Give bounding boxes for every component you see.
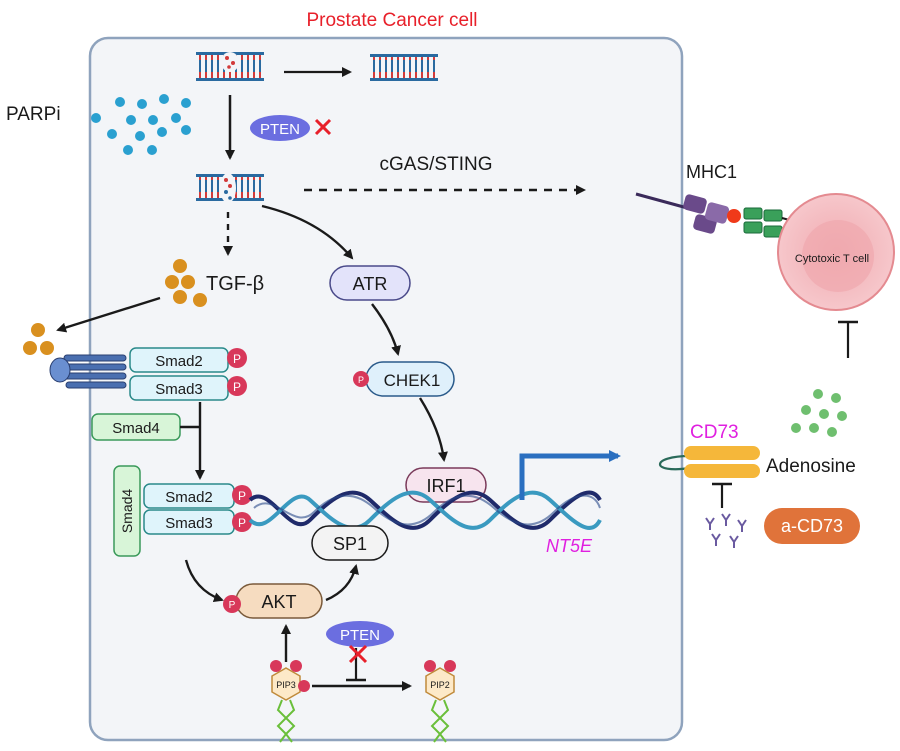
akt-phospho-icon — [223, 595, 241, 613]
smad2-top-phospho-icon — [227, 348, 247, 368]
pten-top-node — [250, 115, 310, 141]
atr-to-chek1-arrow — [371, 303, 401, 356]
cd73-enzyme-bottom — [684, 464, 760, 478]
pip2-label: PIP2 — [430, 680, 450, 690]
adenosine-molecules — [791, 389, 847, 437]
smad4-label: Smad4 — [112, 420, 160, 437]
tgfb-molecules — [165, 259, 207, 307]
pip2-lipid-icon — [424, 660, 456, 743]
anti-cd73-label: a-CD73 — [781, 516, 843, 536]
smad3-complex-phospho-icon — [232, 512, 252, 532]
smad4-complex-node — [113, 465, 141, 557]
parpi-label: PARPi — [6, 104, 61, 125]
dsb-dna-icon — [196, 173, 264, 203]
smad4-complex-label: Smad4 — [119, 489, 135, 534]
atr-label: ATR — [353, 274, 388, 294]
chek1-label: CHEK1 — [384, 371, 441, 390]
tgfb-bound-molecules — [23, 323, 54, 355]
dsb-to-atr-arrow — [261, 204, 354, 260]
pten-loss-cross-icon — [314, 118, 332, 136]
chek1-phospho-label: P — [358, 375, 364, 385]
pten-bottom-label: PTEN — [340, 627, 380, 644]
smad3-complex-phospho-label: P — [238, 516, 246, 530]
parpi-molecules — [91, 94, 191, 155]
atr-node — [329, 265, 411, 301]
sp1-label: SP1 — [333, 534, 367, 554]
tcell-nucleus — [802, 220, 874, 292]
pip3-lipid-icon — [270, 660, 310, 743]
cd73-label: CD73 — [690, 422, 739, 443]
pip3-label: PIP3 — [276, 680, 296, 690]
anti-cd73-node — [764, 508, 860, 544]
chek1-to-irf1-arrow — [418, 397, 448, 462]
tgfb-label: TGF-β — [206, 273, 264, 295]
nt5e-dna-helix — [248, 490, 602, 530]
smad2-complex-phospho-label: P — [238, 489, 246, 503]
akt-to-sp1-arrow — [325, 564, 359, 602]
gene-label: NT5E — [546, 536, 593, 556]
smad3-top-label: Smad3 — [155, 381, 203, 398]
cell-title: Prostate Cancer cell — [306, 10, 477, 31]
irf1-label: IRF1 — [426, 476, 465, 496]
mhc1-label: MHC1 — [686, 162, 737, 182]
pten-bottom-loss-cross-icon — [348, 644, 368, 664]
pten-top-label: PTEN — [260, 121, 300, 138]
smad3-complex-label: Smad3 — [165, 515, 213, 532]
tgfb-receptor-icon — [49, 354, 127, 389]
smad2-complex-label: Smad2 — [165, 489, 213, 506]
cd73-anchor-line — [658, 454, 691, 471]
akt-label: AKT — [261, 592, 296, 612]
sp1-node — [311, 525, 389, 561]
tcell-label: Cytotoxic T cell — [795, 253, 869, 265]
cd73-enzyme-top — [684, 446, 760, 460]
cgas-sting-label: cGAS/STING — [380, 154, 493, 175]
repaired-dna-icon — [370, 54, 438, 81]
smad2-top-phospho-label: P — [233, 352, 241, 366]
adenosine-label: Adenosine — [766, 456, 856, 477]
smad-to-akt-arrow — [184, 559, 224, 603]
pten-bottom-node — [326, 621, 394, 647]
smad2-complex-phospho-icon — [232, 485, 252, 505]
chek1-phospho-icon — [353, 371, 369, 387]
damaged-dna-icon — [196, 52, 264, 81]
akt-phospho-label: P — [229, 600, 236, 611]
smad2-top-label: Smad2 — [155, 353, 203, 370]
tgfb-to-receptor-arrow — [56, 296, 161, 333]
smad3-top-phospho-label: P — [233, 380, 241, 394]
mhc1-complex-icon — [683, 194, 741, 234]
antibody-molecules-icon — [705, 513, 747, 548]
smad3-top-phospho-icon — [227, 376, 247, 396]
transcription-start-arrow — [519, 450, 621, 500]
